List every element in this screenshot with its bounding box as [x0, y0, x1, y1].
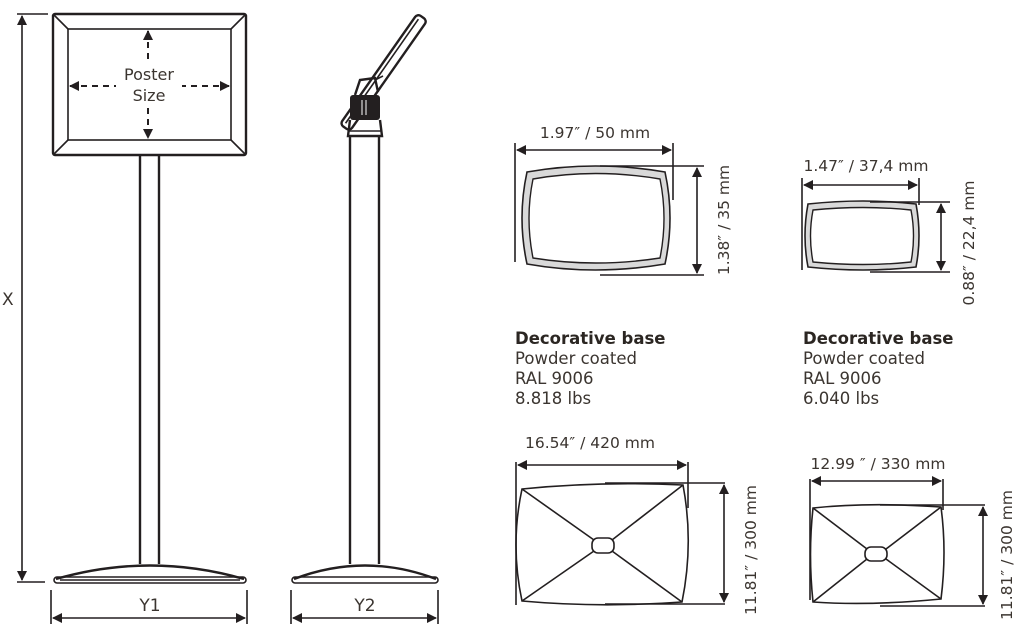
- base-small-height-label: 11.81″ / 300 mm: [998, 490, 1016, 620]
- front-base: [53, 564, 247, 584]
- poster-label-line1: Poster: [124, 65, 174, 84]
- profile-large: 1.97″ / 50 mm 1.38″ / 35 mm: [514, 124, 733, 276]
- spec-finish: Powder coated: [803, 349, 925, 368]
- spec-block-large: Decorative base Powder coated RAL 9006 8…: [515, 329, 665, 409]
- profile-small: 1.47″ / 37,4 mm 0.88″ / 22,4 mm: [801, 157, 978, 306]
- base-small-top-view: 12.99 ″ / 330 mm 11.81″ / 300 mm: [809, 455, 1016, 620]
- profile-large-width-label: 1.97″ / 50 mm: [540, 124, 650, 142]
- spec-block-small: Decorative base Powder coated RAL 9006 6…: [803, 329, 953, 409]
- spec-color: RAL 9006: [803, 369, 882, 388]
- y2-label: Y2: [353, 596, 375, 616]
- front-stand: X Poster Size Y1: [2, 12, 248, 624]
- height-label: X: [2, 290, 14, 310]
- spec-title: Decorative base: [803, 329, 954, 348]
- base-small-width-label: 12.99 ″ / 330 mm: [811, 455, 946, 473]
- profile-small-width-label: 1.47″ / 37,4 mm: [803, 157, 928, 175]
- spec-finish: Powder coated: [515, 349, 637, 368]
- spec-weight: 8.818 lbs: [515, 389, 592, 408]
- spec-title: Decorative base: [515, 329, 666, 348]
- poster-label-line2: Size: [133, 86, 166, 105]
- base-large-width-label: 16.54″ / 420 mm: [525, 434, 655, 452]
- profile-large-height-label: 1.38″ / 35 mm: [715, 165, 733, 275]
- spec-color: RAL 9006: [515, 369, 594, 388]
- side-stand: Y2: [290, 14, 439, 624]
- spec-weight: 6.040 lbs: [803, 389, 880, 408]
- profile-small-height-label: 0.88″ / 22,4 mm: [960, 180, 978, 305]
- base-large-top-view: 16.54″ / 420 mm 11.81″ / 300 mm: [515, 434, 760, 615]
- poster-frame: Poster Size: [51, 12, 248, 157]
- base-large-height-label: 11.81″ / 300 mm: [742, 485, 760, 615]
- y1-label: Y1: [138, 596, 160, 616]
- tilt-joint-collar: [350, 95, 380, 120]
